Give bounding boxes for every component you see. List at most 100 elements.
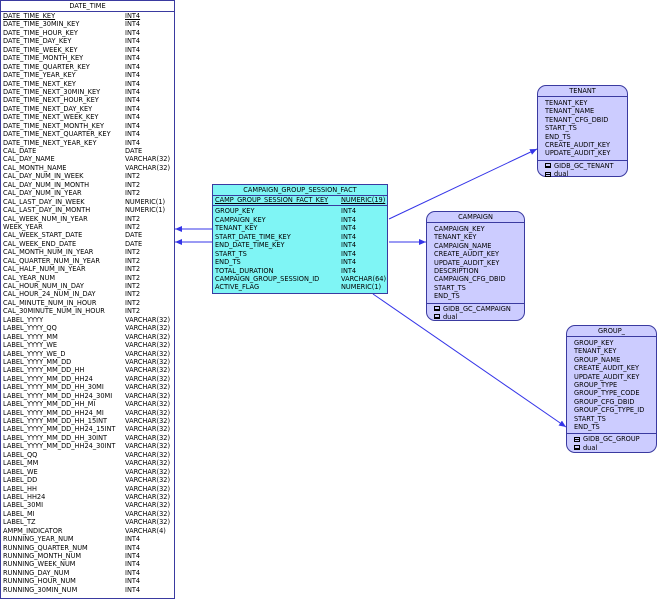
column-name: CAL_DAY_NAME — [3, 155, 55, 164]
column-name: CAL_HOUR_NUM_IN_DAY — [3, 282, 84, 290]
column-name: AMPM_INDICATOR — [3, 526, 63, 535]
column-type: DATE — [125, 231, 143, 240]
column-name: DATE_TIME_MONTH_KEY — [3, 54, 84, 63]
column-type: VARCHAR(32) — [125, 315, 171, 324]
index-row: dual — [567, 444, 656, 452]
column-name: CAMP_GROUP_SESSION_FACT_KEY — [215, 196, 329, 204]
column-type: VARCHAR(32) — [125, 509, 171, 518]
column-type: INT2 — [125, 265, 141, 274]
column-type: INT4 — [125, 113, 141, 122]
column-name: LABEL_YYYY_MM_DD_HH_30MI — [3, 383, 104, 392]
column-name: CAL_LAST_DAY_IN_WEEK — [3, 197, 85, 206]
column-name: GROUP_CFG_DBID — [574, 397, 635, 406]
table-row: GROUP_TYPE — [567, 381, 656, 389]
column-name: CAL_DATE — [3, 147, 37, 155]
column-name: CAL_MONTH_NAME — [3, 163, 67, 172]
column-name: DATE_TIME_NEXT_QUARTER_KEY — [3, 130, 111, 139]
index-icon — [545, 171, 551, 177]
column-type: INT4 — [341, 224, 357, 233]
column-name: LABEL_YYYY — [3, 315, 44, 324]
table-row: UPDATE_AUDIT_KEY — [567, 373, 656, 381]
table-title: CAMPAIGN_GROUP_SESSION_FACT — [213, 185, 387, 196]
column-type: VARCHAR(64) — [341, 274, 387, 283]
table-row: TENANT_NAME — [538, 107, 627, 115]
table-row: END_TS — [427, 292, 524, 300]
table-row: CAL_DAY_NAME VARCHAR(32) — [1, 155, 174, 163]
index-row: GIDB_GC_TENANT — [538, 162, 627, 170]
column-name: LABEL_YYYY_WE — [3, 341, 58, 350]
column-type: INT4 — [125, 79, 141, 88]
column-type: INT2 — [125, 307, 141, 316]
index-name: GIDB_GC_CAMPAIGN — [443, 304, 511, 313]
column-type: INT4 — [125, 577, 141, 586]
column-name: LABEL_YYYY_QQ — [3, 324, 57, 333]
column-name: CAMPAIGN_CFG_DBID — [434, 275, 506, 284]
column-name: CAL_LAST_DAY_IN_MONTH — [3, 206, 91, 215]
column-name: CAL_MONTH_NUM_IN_YEAR — [3, 248, 94, 257]
column-type: INT4 — [125, 62, 141, 71]
table-title: CAMPAIGN — [427, 212, 524, 223]
column-type: VARCHAR(32) — [125, 450, 171, 459]
column-type: INT4 — [125, 71, 141, 80]
column-name: CAMPAIGN_GROUP_SESSION_ID — [215, 274, 320, 283]
column-name: CAL_DAY_NUM_IN_MONTH — [3, 180, 90, 189]
index-icon — [545, 163, 551, 169]
table-row: GROUP_KEY — [567, 339, 656, 347]
column-name: END_TS — [215, 258, 241, 267]
column-name: LABEL_MI — [3, 509, 35, 518]
column-name: RUNNING_DAY_NUM — [3, 568, 70, 577]
index-icon — [434, 314, 440, 320]
table-title: TENANT — [538, 86, 627, 97]
column-type: VARCHAR(32) — [125, 408, 171, 417]
table-row: TENANT_KEY — [538, 99, 627, 107]
column-type: VARCHAR(32) — [125, 476, 171, 485]
column-type: VARCHAR(32) — [125, 332, 171, 341]
table-row: END_TS — [538, 133, 627, 141]
column-type: VARCHAR(4) — [125, 526, 166, 535]
column-type: VARCHAR(32) — [125, 155, 171, 164]
column-type: VARCHAR(32) — [125, 417, 171, 425]
column-name: UPDATE_AUDIT_KEY — [434, 258, 500, 267]
table-row: CAMPAIGN_KEY — [427, 225, 524, 233]
column-name: CAL_DAY_NUM_IN_WEEK — [3, 172, 84, 181]
column-name: START_TS — [215, 249, 247, 258]
column-name: DATE_TIME_HOUR_KEY — [3, 28, 78, 37]
column-name: DATE_TIME_NEXT_30MIN_KEY — [3, 87, 101, 96]
table-row: START_TS — [538, 124, 627, 132]
column-name: CREATE_AUDIT_KEY — [574, 364, 640, 373]
column-type: VARCHAR(32) — [125, 467, 171, 476]
column-name: TENANT_KEY — [545, 99, 588, 107]
column-name: DATE_TIME_NEXT_DAY_KEY — [3, 104, 93, 113]
column-name: RUNNING_30MIN_NUM — [3, 585, 78, 594]
table-row: LABEL_MI VARCHAR(32) — [1, 510, 174, 518]
column-type: INT4 — [125, 535, 141, 544]
column-type: INT4 — [125, 12, 141, 20]
column-type: INT2 — [125, 172, 141, 181]
table-row: CAMPAIGN_GROUP_SESSION_ID VARCHAR(64) — [213, 275, 387, 283]
